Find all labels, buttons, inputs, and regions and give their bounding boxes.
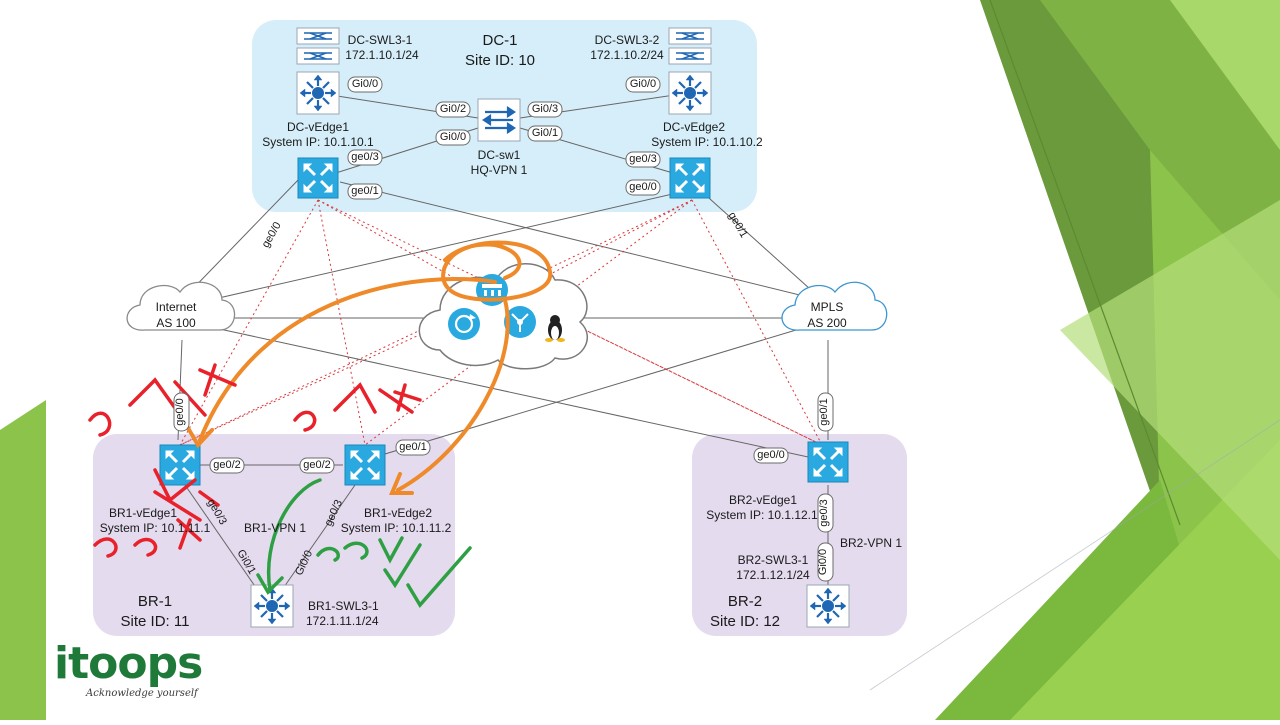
port-br2-ve1-ge00: ge0/0 [757,449,785,461]
br2-vedge1-name: BR2-vEdge1 [728,493,798,507]
internet-cloud [126,281,236,331]
internet-label: Internet [155,300,197,314]
port-dc-swl3-2-gi00: Gi0/0 [629,78,657,90]
dc-swl3-1-name: DC-SWL3-1 [347,33,413,47]
itoops-logo: itoops Acknowledge yourself [52,638,212,708]
port-dc-ve1-ge01: ge0/1 [351,185,379,197]
br2-site-id: Site ID: 12 [709,613,781,630]
br2-swl3-1-name: BR2-SWL3-1 [737,553,809,567]
br1-site-id: Site ID: 11 [120,613,190,630]
controller-cloud [418,263,589,370]
dc1-site-id: Site ID: 10 [464,52,536,69]
mpls-cloud [781,281,888,331]
dc-swl3-2-name: DC-SWL3-2 [594,33,660,47]
dc-swl3-2-switch-top[interactable] [668,27,712,45]
br1-vedge1-name: BR1-vEdge1 [108,506,178,520]
dc1-name: DC-1 [482,32,518,49]
dc-sw1-icon[interactable] [477,98,521,142]
dc-vedge2-icon[interactable] [668,156,712,200]
dc-vedge1-name: DC-vEdge1 [286,120,350,134]
br1-vpn-label: BR1-VPN 1 [243,521,307,535]
br2-vedge1-icon[interactable] [806,440,850,484]
br1-vedge2-name: BR1-vEdge2 [363,506,433,520]
mpls-label: MPLS [810,300,844,314]
br1-vedge2-icon[interactable] [343,443,387,487]
br2-vedge1-ip: System IP: 10.1.12.1 [706,508,818,522]
br1-name: BR-1 [137,593,173,610]
br2-swl3-1-ip: 172.1.12.1/24 [736,568,810,582]
dc-vedge1-ip: System IP: 10.1.10.1 [262,135,374,149]
port-dc-ve2-ge03: ge0/3 [629,153,657,165]
logo-tagline: Acknowledge yourself [86,688,198,699]
dc-swl3-2-icon[interactable] [667,70,713,116]
port-dc-sw1-gi03: Gi0/3 [531,103,559,115]
port-dc-ve1-ge03: ge0/3 [351,151,379,163]
port-dc-sw1-gi02: Gi0/2 [439,103,467,115]
br1-swl3-1-ip: 172.1.11.1/24 [306,614,379,628]
br1-vedge1-ip: System IP: 10.1.11.1 [99,521,211,535]
br1-swl3-1-name: BR1-SWL3-1 [308,599,379,613]
port-br1-ve2-ge01: ge0/1 [399,441,427,453]
dc-sw1-name: DC-sw1 [477,148,521,162]
port-br1-ve1-ge02: ge0/2 [213,459,241,471]
dc-swl3-1-ip: 172.1.10.1/24 [345,48,419,62]
control-links [179,199,823,446]
vmanage-icon [504,306,536,338]
br2-vpn-label: BR2-VPN 1 [840,536,903,550]
port-br2-ve1-ge03: ge0/3 [817,499,830,527]
br1-vedge2-ip: System IP: 10.1.11.2 [340,521,452,535]
port-dc-sw1-gi01: Gi0/1 [531,127,559,139]
logo-wordmark: itoops [54,638,203,689]
internet-as: AS 100 [156,316,196,330]
green-annotation-marks [256,478,472,608]
port-br2-sw-gi00: Gi0/0 [817,548,830,576]
port-dc-swl3-1-gi00: Gi0/0 [351,78,379,90]
port-br1-ve1-ge00: ge0/0 [173,398,186,426]
br1-swl3-1-icon[interactable] [249,583,295,629]
br2-swl3-1-icon[interactable] [805,583,851,629]
port-br2-ve1-ge01: ge0/1 [817,398,830,426]
dc-swl3-1-switch-bottom[interactable] [296,47,340,65]
dc-swl3-1-icon[interactable] [295,70,341,116]
dc-vedge2-name: DC-vEdge2 [662,120,726,134]
port-pills [173,76,834,582]
dc-vedge2-ip: System IP: 10.1.10.2 [651,135,763,149]
red-annotation-marks [88,363,422,558]
dc-vedge1-icon[interactable] [296,156,340,200]
dc-swl3-1-switch-top[interactable] [296,27,340,45]
dc-swl3-2-ip: 172.1.10.2/24 [590,48,664,62]
port-br1-ve2-ge02: ge0/2 [303,459,331,471]
br2-region [692,434,907,636]
linux-icon [545,315,565,342]
dc-sw1-vpn: HQ-VPN 1 [470,163,528,177]
br2-name: BR-2 [727,593,763,610]
vbond-icon [448,308,480,340]
dc-swl3-2-switch-bottom[interactable] [668,47,712,65]
mpls-as: AS 200 [807,316,847,330]
orange-annotation-arrows [186,240,553,495]
port-dc-ve2-ge00: ge0/0 [629,181,657,193]
port-dc-sw1-gi00: Gi0/0 [439,131,467,143]
